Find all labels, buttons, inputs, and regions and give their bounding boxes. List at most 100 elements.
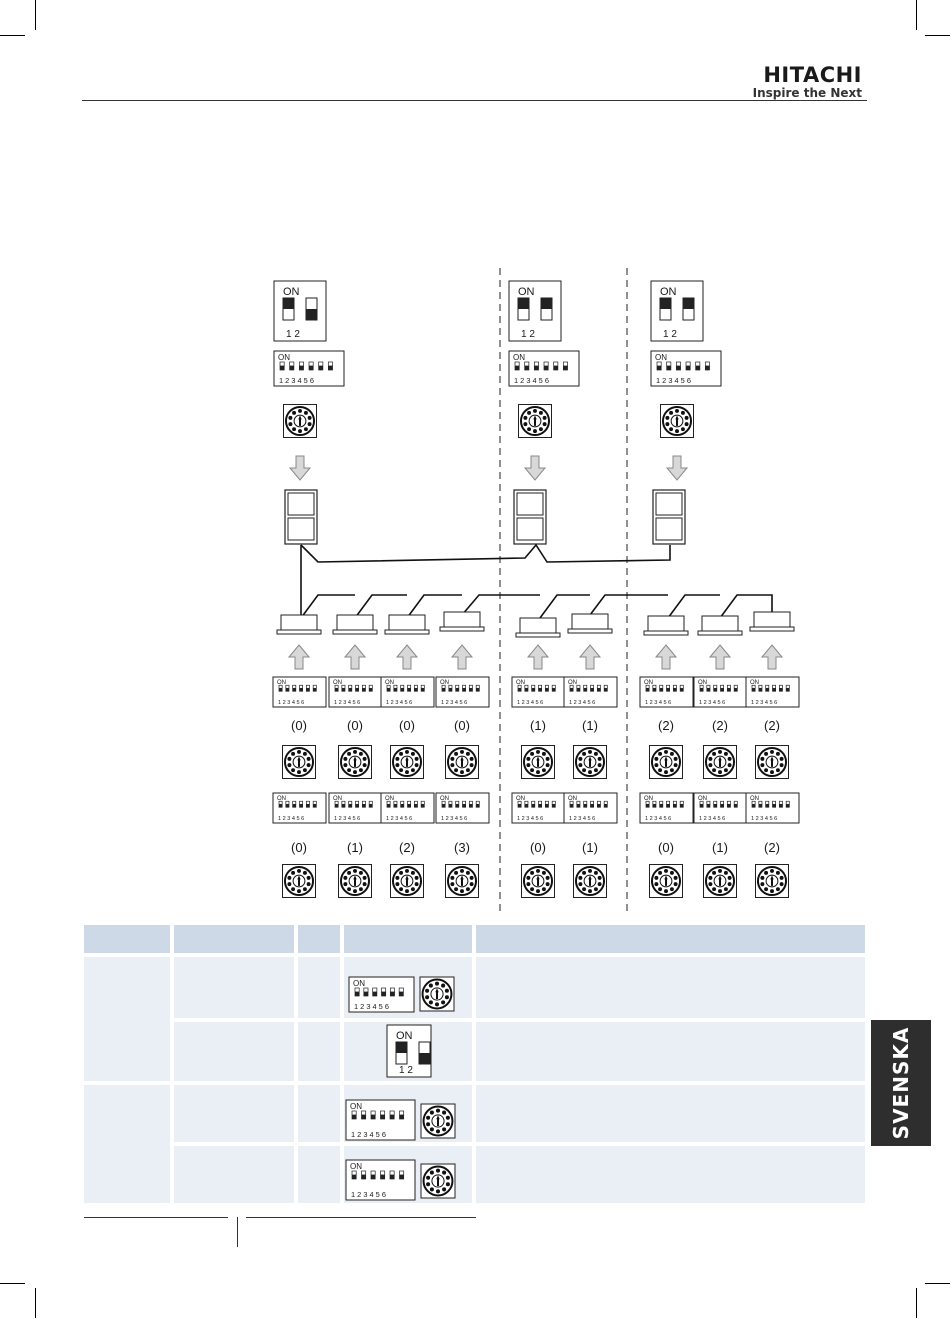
rotary-digit-mark bbox=[588, 770, 592, 775]
dip-pin-fill bbox=[476, 803, 480, 808]
rotary-digit-mark bbox=[712, 768, 717, 773]
outdoor-unit-panel bbox=[287, 492, 315, 516]
dip-digits: 1 2 3 4 5 6 bbox=[334, 816, 360, 822]
rotary-digit-mark bbox=[658, 887, 663, 892]
dip-switch-6: ON1 2 3 4 5 6 bbox=[272, 792, 327, 824]
table-cell bbox=[174, 1085, 294, 1142]
rotary-digit-mark bbox=[307, 415, 312, 420]
dip-on-label: ON bbox=[440, 796, 449, 802]
dip-pin-fill bbox=[544, 365, 549, 370]
rotary-digit-mark bbox=[669, 887, 674, 892]
dip-digits: 1 2 3 4 5 6 bbox=[354, 1002, 389, 1011]
dip-pin-fill bbox=[779, 803, 783, 808]
dip-pin-fill bbox=[393, 687, 397, 692]
rotary-digit-mark bbox=[760, 875, 765, 880]
rotary-digit-mark bbox=[442, 1127, 447, 1132]
rotary-digit-mark bbox=[358, 870, 363, 875]
rotary-digit-mark bbox=[469, 875, 474, 880]
rotary-digit-mark bbox=[399, 887, 404, 892]
indoor-unit-base bbox=[749, 626, 795, 632]
rotary-digit-mark bbox=[727, 763, 732, 768]
dip-pin-fill bbox=[399, 1174, 404, 1179]
wiring-line bbox=[354, 594, 407, 619]
rotary-pointer bbox=[353, 756, 357, 761]
crop-mark bbox=[916, 0, 917, 30]
dip-on-label: ON bbox=[277, 680, 286, 686]
rotary-digit-mark bbox=[541, 887, 546, 892]
dip-switch-frame bbox=[511, 792, 566, 824]
rotary-digit-mark bbox=[718, 770, 722, 775]
rotary-digit-mark bbox=[760, 756, 765, 761]
rotary-switch-icon bbox=[703, 864, 737, 898]
rotary-pointer bbox=[297, 756, 301, 761]
arrow-shape bbox=[343, 644, 367, 670]
outdoor-unit bbox=[513, 489, 547, 545]
dip-pin-fill bbox=[399, 1114, 404, 1119]
dip-pin-fill bbox=[666, 365, 671, 370]
rotary-digit-mark bbox=[658, 751, 663, 756]
rotary-pointer bbox=[353, 875, 357, 880]
rotary-digit-mark bbox=[347, 887, 352, 892]
table-cell bbox=[174, 1022, 294, 1081]
rotary-digit-mark bbox=[429, 1110, 434, 1115]
arrow-shape bbox=[526, 644, 550, 670]
rotary-digit-mark bbox=[435, 1108, 441, 1113]
rotary-pointer bbox=[436, 1115, 440, 1120]
dip-pin-fill bbox=[369, 687, 373, 692]
rotary-digit-mark bbox=[450, 875, 455, 880]
rotary-digit-mark bbox=[445, 1182, 450, 1187]
rotary-digit-mark bbox=[410, 870, 415, 875]
rotary-digit-mark bbox=[465, 768, 470, 773]
dip-switch-frame bbox=[345, 1159, 416, 1201]
dip-pin-fill bbox=[563, 365, 568, 370]
table-cell bbox=[298, 957, 340, 1018]
indoor-unit-base bbox=[697, 630, 743, 636]
rotary-digit-mark bbox=[764, 887, 769, 892]
dip-switch-6: ON1 2 3 4 5 6 bbox=[639, 676, 694, 708]
rotary-digit-mark bbox=[708, 756, 713, 761]
rotary-digit-mark bbox=[410, 768, 415, 773]
rotary-digit-mark bbox=[536, 770, 540, 775]
dip-digits: 1 2 3 4 5 6 bbox=[751, 700, 777, 706]
rotary-digit-mark bbox=[764, 870, 769, 875]
rotary-digit-mark bbox=[718, 868, 722, 873]
dip-on-label: ON bbox=[518, 286, 535, 298]
rotary-digit-mark bbox=[465, 870, 470, 875]
crop-mark bbox=[925, 1283, 950, 1284]
rotary-digit-mark bbox=[288, 422, 293, 427]
dip-pin-fill bbox=[720, 803, 724, 808]
indoor-unit bbox=[697, 615, 743, 636]
rotary-pointer bbox=[536, 875, 540, 880]
dip-pin-fill bbox=[570, 687, 574, 692]
rotary-digit-mark bbox=[291, 887, 296, 892]
outdoor-unit-panel bbox=[287, 517, 315, 541]
rotary-digit-mark bbox=[410, 751, 415, 756]
dip-switch-frame bbox=[639, 676, 694, 708]
crop-mark bbox=[35, 0, 36, 30]
dip-pin-fill bbox=[462, 803, 466, 808]
rotary-digit-mark bbox=[307, 422, 312, 427]
dip-switch-frame bbox=[272, 676, 327, 708]
dip-digits: 1 2 3 4 5 6 bbox=[517, 700, 543, 706]
dip-pin-fill bbox=[381, 991, 386, 996]
rotary-digit-mark bbox=[306, 763, 311, 768]
dip-pin-fill bbox=[786, 687, 790, 692]
dip-pin-fill bbox=[285, 687, 289, 692]
rotary-digit-mark bbox=[469, 763, 474, 768]
crop-mark bbox=[35, 1288, 36, 1318]
dip-pin-fill bbox=[752, 803, 756, 808]
dip-digits: 1 2 3 4 5 6 bbox=[441, 700, 467, 706]
rotary-digit-mark bbox=[530, 887, 535, 892]
dip-pin-fill bbox=[390, 1174, 395, 1179]
unit-address-label: (2) bbox=[399, 840, 415, 855]
rotary-digit-mark bbox=[669, 768, 674, 773]
dip-pin-fill bbox=[369, 803, 373, 808]
rotary-digit-mark bbox=[542, 422, 547, 427]
dip-pin-fill bbox=[524, 365, 529, 370]
dip-pin-fill bbox=[348, 687, 352, 692]
header-rule bbox=[82, 100, 867, 101]
dip-pin-fill bbox=[335, 687, 339, 692]
rotary-digit-mark bbox=[343, 763, 348, 768]
dip-pin-fill bbox=[362, 687, 366, 692]
rotary-digit-mark bbox=[426, 1115, 431, 1120]
